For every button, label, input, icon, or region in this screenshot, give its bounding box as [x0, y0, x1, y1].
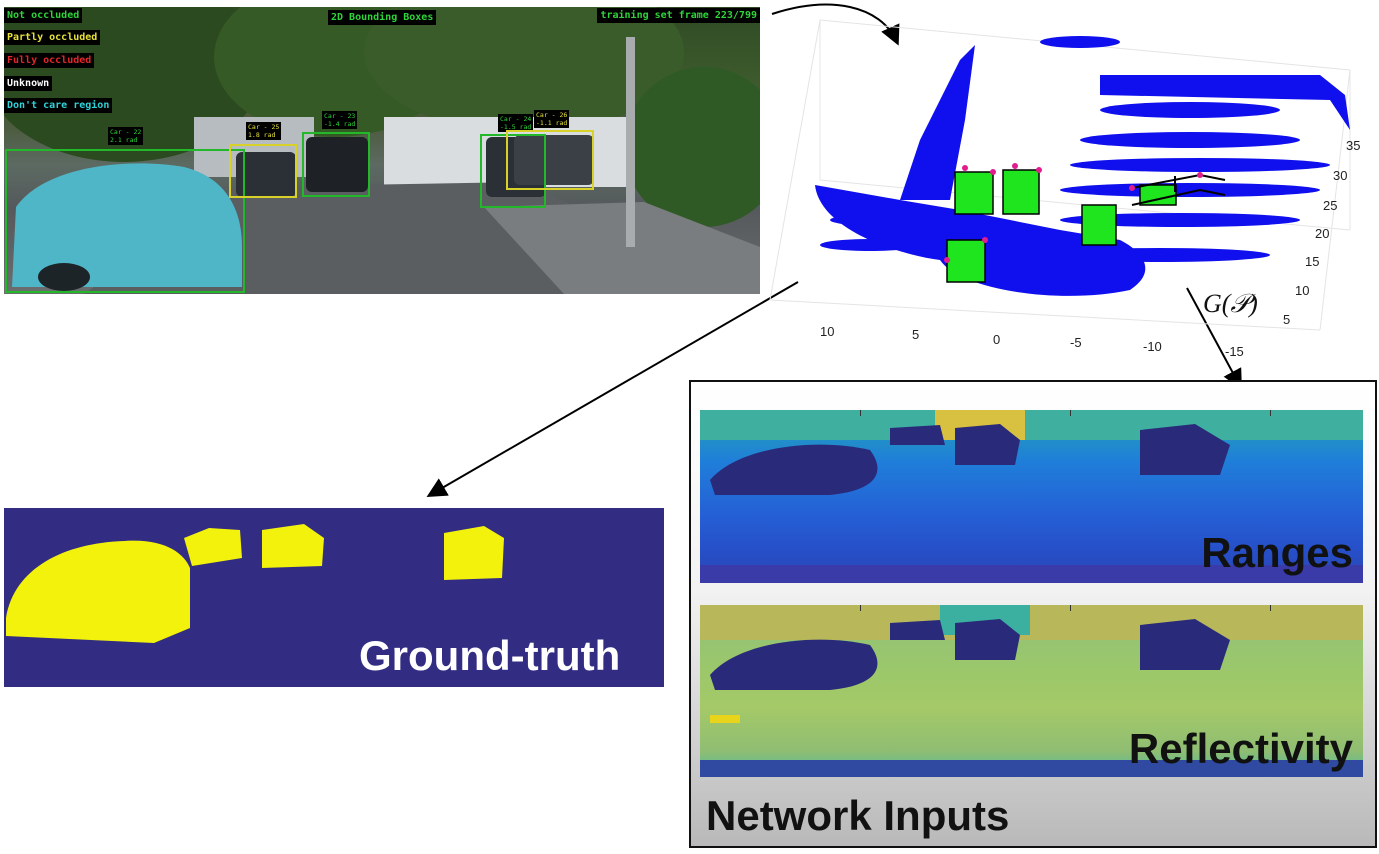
- y-tick-4: 15: [1305, 254, 1319, 269]
- x-tick-5: -10: [1143, 339, 1162, 354]
- legend-fully-occluded: Fully occluded: [4, 53, 95, 68]
- reflectivity-title: Reflectivity: [1128, 725, 1353, 772]
- x-tick-1: 10: [820, 324, 834, 339]
- bbox-car-22: [5, 149, 245, 293]
- bbox-label-car-26: Car - 26 -1.1 rad: [534, 110, 570, 128]
- bbox-label-car-24: Car - 24 -1.5 rad: [498, 114, 534, 132]
- y-tick-1: 30: [1333, 168, 1347, 183]
- frame-counter: training set frame 223/799: [597, 8, 760, 23]
- camera-image: Not occluded Partly occluded Fully occlu…: [4, 7, 760, 294]
- point-cloud-plot: 15 10 5 0 -5 -10 -15 35 30 25 20 15 10 5…: [710, 0, 1379, 370]
- bbox-car-24: [480, 134, 546, 208]
- y-tick-6: 5: [1283, 312, 1290, 327]
- x-tick-4: -5: [1070, 335, 1082, 350]
- ranges-depth-map: [700, 410, 1363, 583]
- ranges-image: Ranges: [700, 410, 1363, 583]
- x-tick-3: 0: [993, 332, 1000, 347]
- camera-title: 2D Bounding Boxes: [328, 10, 437, 25]
- projection-label: G(𝒫): [1203, 289, 1258, 318]
- bbox-label-car-23: Car - 23 -1.4 rad: [322, 111, 358, 129]
- reflectivity-map: [700, 605, 1363, 777]
- y-tick-5: 10: [1295, 283, 1309, 298]
- x-tick-6: -15: [1225, 344, 1244, 359]
- bbox-car-26: [506, 130, 594, 190]
- arrow-cloud-to-inputs: [1186, 287, 1242, 390]
- y-tick-0: 35: [1346, 138, 1360, 153]
- legend-dont-care: Don't care region: [4, 98, 113, 113]
- arrow-camera-to-cloud: [771, 3, 900, 46]
- legend-partly-occluded: Partly occluded: [4, 30, 101, 45]
- ranges-title: Ranges: [1201, 529, 1353, 576]
- bbox-label-car-25: Car - 25 1.8 rad: [246, 122, 282, 140]
- legend-not-occluded: Not occluded: [4, 8, 83, 23]
- bbox-car-25: [229, 144, 297, 198]
- reflectivity-image: Reflectivity: [700, 605, 1363, 777]
- legend-unknown: Unknown: [4, 76, 53, 91]
- bbox-label-car-22: Car - 22 2.1 rad: [108, 127, 144, 145]
- y-tick-2: 25: [1323, 198, 1337, 213]
- network-inputs-title: Network Inputs: [706, 792, 1010, 839]
- ground-truth-panel: Ground-truth: [4, 508, 664, 687]
- point-cloud-svg: 15 10 5 0 -5 -10 -15 35 30 25 20 15 10 5…: [710, 19, 1360, 359]
- x-tick-2: 5: [912, 327, 919, 342]
- arrow-cloud-to-ground-truth: [426, 281, 799, 498]
- bbox-car-23: [302, 132, 370, 197]
- ground-truth-title: Ground-truth: [359, 632, 621, 679]
- y-tick-3: 20: [1315, 226, 1329, 241]
- ground-truth-mask: [6, 524, 504, 643]
